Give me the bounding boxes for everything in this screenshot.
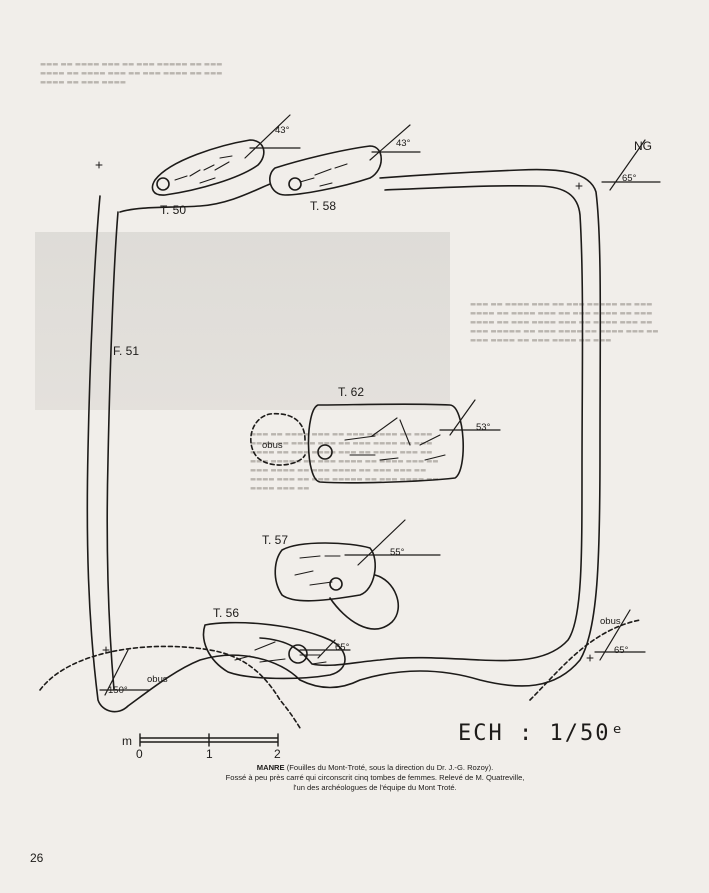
survey-cross	[95, 161, 594, 662]
label-t56: T. 56	[213, 606, 239, 620]
tomb-t50-bones	[174, 155, 233, 184]
angle-mark-right	[594, 609, 646, 661]
scale-tick-0: 0	[136, 747, 143, 761]
label-angle-150: 150°	[108, 685, 128, 696]
ditch-outer	[86, 168, 602, 713]
shell-crater-right	[529, 619, 641, 701]
label-t50: T. 50	[160, 203, 186, 217]
tomb-t50-outline	[151, 139, 265, 196]
tomb-t57-extension	[329, 574, 400, 630]
scale-tick-2: 2	[274, 747, 281, 761]
tomb-t58-outline	[269, 145, 383, 196]
label-angle-65-top: 65°	[622, 173, 637, 184]
angle-mark-ng	[601, 139, 661, 191]
shell-crater-bottom	[39, 645, 301, 729]
tomb-t62-bones	[344, 417, 446, 461]
tomb-t62-outline	[307, 403, 464, 484]
caption-text-2: Fossé à peu près carré qui circonscrit c…	[225, 773, 525, 782]
label-angle-55: 55°	[390, 547, 405, 558]
label-t57: T. 57	[262, 533, 288, 547]
tomb-t57-bones	[294, 555, 341, 586]
scale-ratio: ECH : 1/50ᵉ	[458, 721, 626, 746]
angle-mark-t57	[344, 519, 441, 566]
label-angle-43a: 43°	[275, 125, 290, 136]
angle-mark-150	[99, 649, 151, 696]
scale-tick-1: 1	[206, 747, 213, 761]
label-t62: T. 62	[338, 385, 364, 399]
scale-unit: m	[122, 734, 132, 748]
tomb-t56-bones	[234, 641, 327, 665]
label-obus-left: obus	[262, 440, 283, 451]
tomb-t56-skull	[288, 644, 308, 664]
caption-title: MANRE	[256, 763, 285, 772]
ditch-inner	[106, 183, 584, 691]
angle-mark-t56	[299, 639, 351, 659]
show-through-text: ▬▬▬ ▬▬ ▬▬▬▬ ▬▬▬ ▬▬ ▬▬▬ ▬▬▬▬▬ ▬▬ ▬▬▬ ▬▬▬▬…	[40, 60, 223, 86]
label-angle-43b: 43°	[396, 138, 411, 149]
tomb-t57-outline	[274, 542, 376, 602]
tomb-t57-skull	[329, 577, 343, 591]
caption-text-1: (Fouilles du Mont-Troté, sous la directi…	[284, 763, 494, 772]
label-angle-53: 53°	[476, 422, 491, 433]
figure-caption: MANRE (Fouilles du Mont-Troté, sous la d…	[160, 763, 590, 793]
label-t58: T. 58	[310, 199, 336, 213]
label-obus-right: obus	[600, 616, 621, 627]
show-through-text: ▬▬▬ ▬▬ ▬▬▬▬ ▬▬▬ ▬▬ ▬▬▬ ▬▬▬▬▬ ▬▬ ▬▬▬ ▬▬▬▬…	[470, 300, 659, 344]
label-f51: F. 51	[113, 344, 139, 358]
show-through-text: ▬▬▬ ▬▬ ▬▬▬▬ ▬▬▬ ▬▬ ▬▬▬ ▬▬▬▬▬ ▬▬ ▬▬▬ ▬▬▬▬…	[250, 430, 439, 492]
faded-photograph	[35, 232, 450, 410]
angle-mark-t62	[439, 399, 501, 436]
tomb-t58-skull	[288, 177, 302, 191]
label-angle-65-right: 65°	[614, 645, 629, 656]
scale-bar	[139, 733, 279, 747]
caption-line-1: MANRE (Fouilles du Mont-Troté, sous la d…	[160, 763, 590, 773]
angle-mark-t58	[369, 124, 421, 161]
label-obus-bottom: obus	[147, 674, 168, 685]
page-number: 26	[30, 851, 44, 865]
tomb-t56-outline	[202, 621, 346, 680]
tomb-t50-skull	[156, 177, 170, 191]
tomb-t62-skull	[317, 444, 333, 460]
label-ng: NG	[634, 139, 652, 153]
shell-crater-left	[250, 412, 306, 466]
label-angle-65-bottom: 65°	[335, 642, 350, 653]
tomb-t58-bones	[299, 163, 348, 187]
caption-text-3: l'un des archéologues de l'équipe du Mon…	[293, 783, 457, 792]
angle-mark-t50	[244, 114, 301, 159]
